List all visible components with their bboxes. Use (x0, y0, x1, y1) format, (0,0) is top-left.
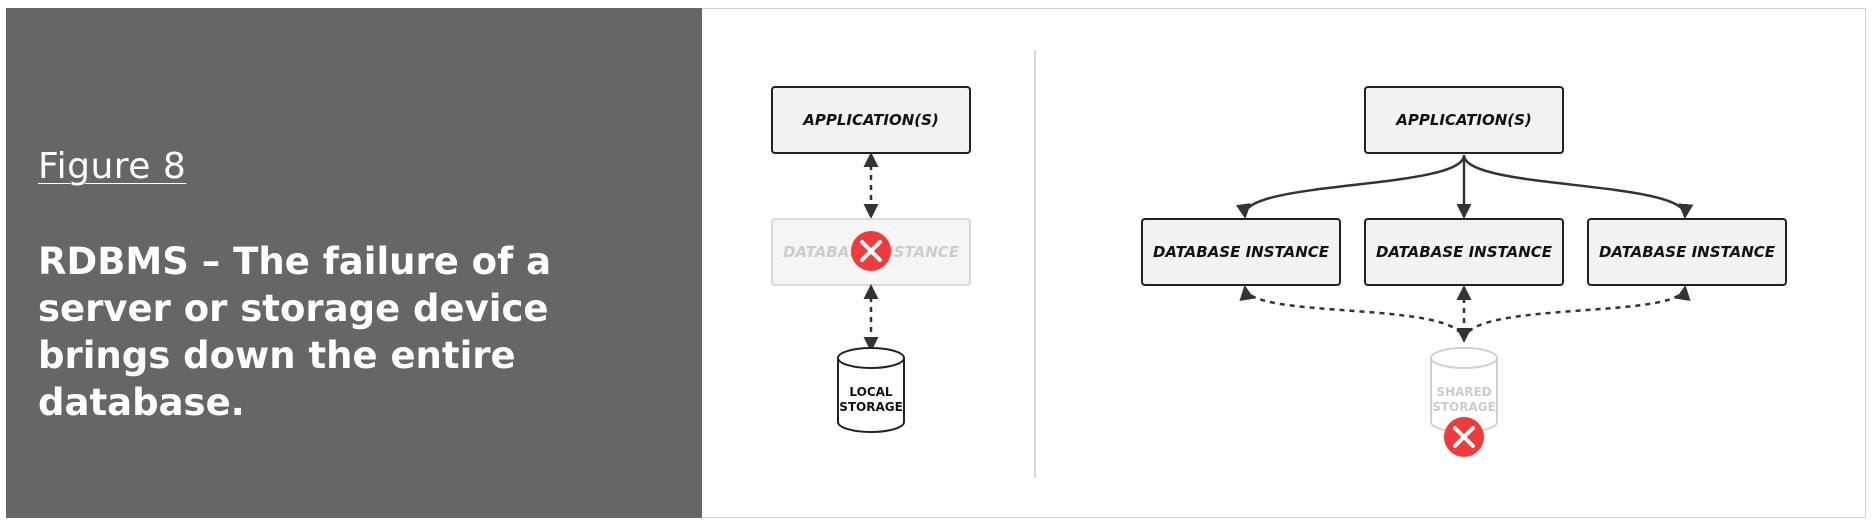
left-app-label: APPLICATION(S) (802, 111, 939, 129)
db3-storage-link (1462, 285, 1691, 341)
right-app-label: APPLICATION(S) (1395, 111, 1532, 129)
right-db-box-2: DATABASE INSTANCE (1364, 218, 1564, 286)
left-diagram: APPLICATION(S) DATABASE INSTANCE LOCAL S… (771, 86, 971, 433)
right-app-box: APPLICATION(S) (1364, 86, 1564, 154)
failure-x-icon (851, 231, 891, 271)
right-db-label-2: DATABASE INSTANCE (1376, 243, 1553, 261)
right-db-label-3: DATABASE INSTANCE (1599, 243, 1776, 261)
local-storage-cylinder: LOCAL STORAGE (837, 347, 905, 433)
right-db-box-1: DATABASE INSTANCE (1141, 218, 1341, 286)
local-storage-label-2: STORAGE (839, 400, 903, 414)
caption-panel (6, 8, 702, 518)
db1-storage-link (1239, 285, 1466, 341)
shared-storage-failure-x-icon (1444, 417, 1484, 457)
left-app-box: APPLICATION(S) (771, 86, 971, 154)
figure-caption: RDBMS – The failure of a server or stora… (38, 240, 552, 424)
shared-storage-label-1: SHARED (1436, 385, 1491, 399)
app-to-db1-arrow (1235, 154, 1466, 219)
right-db-box-3: DATABASE INSTANCE (1587, 218, 1787, 286)
local-storage-label-1: LOCAL (849, 385, 893, 399)
figure-label: Figure 8 (38, 146, 187, 187)
shared-storage-cylinder-failed: SHARED STORAGE (1430, 347, 1498, 433)
right-diagram: APPLICATION(S) DATABASE INSTANCE DATABAS… (1141, 86, 1787, 457)
right-db-label-1: DATABASE INSTANCE (1153, 243, 1330, 261)
app-to-db3-arrow (1462, 154, 1694, 219)
shared-storage-label-2: STORAGE (1432, 400, 1496, 414)
